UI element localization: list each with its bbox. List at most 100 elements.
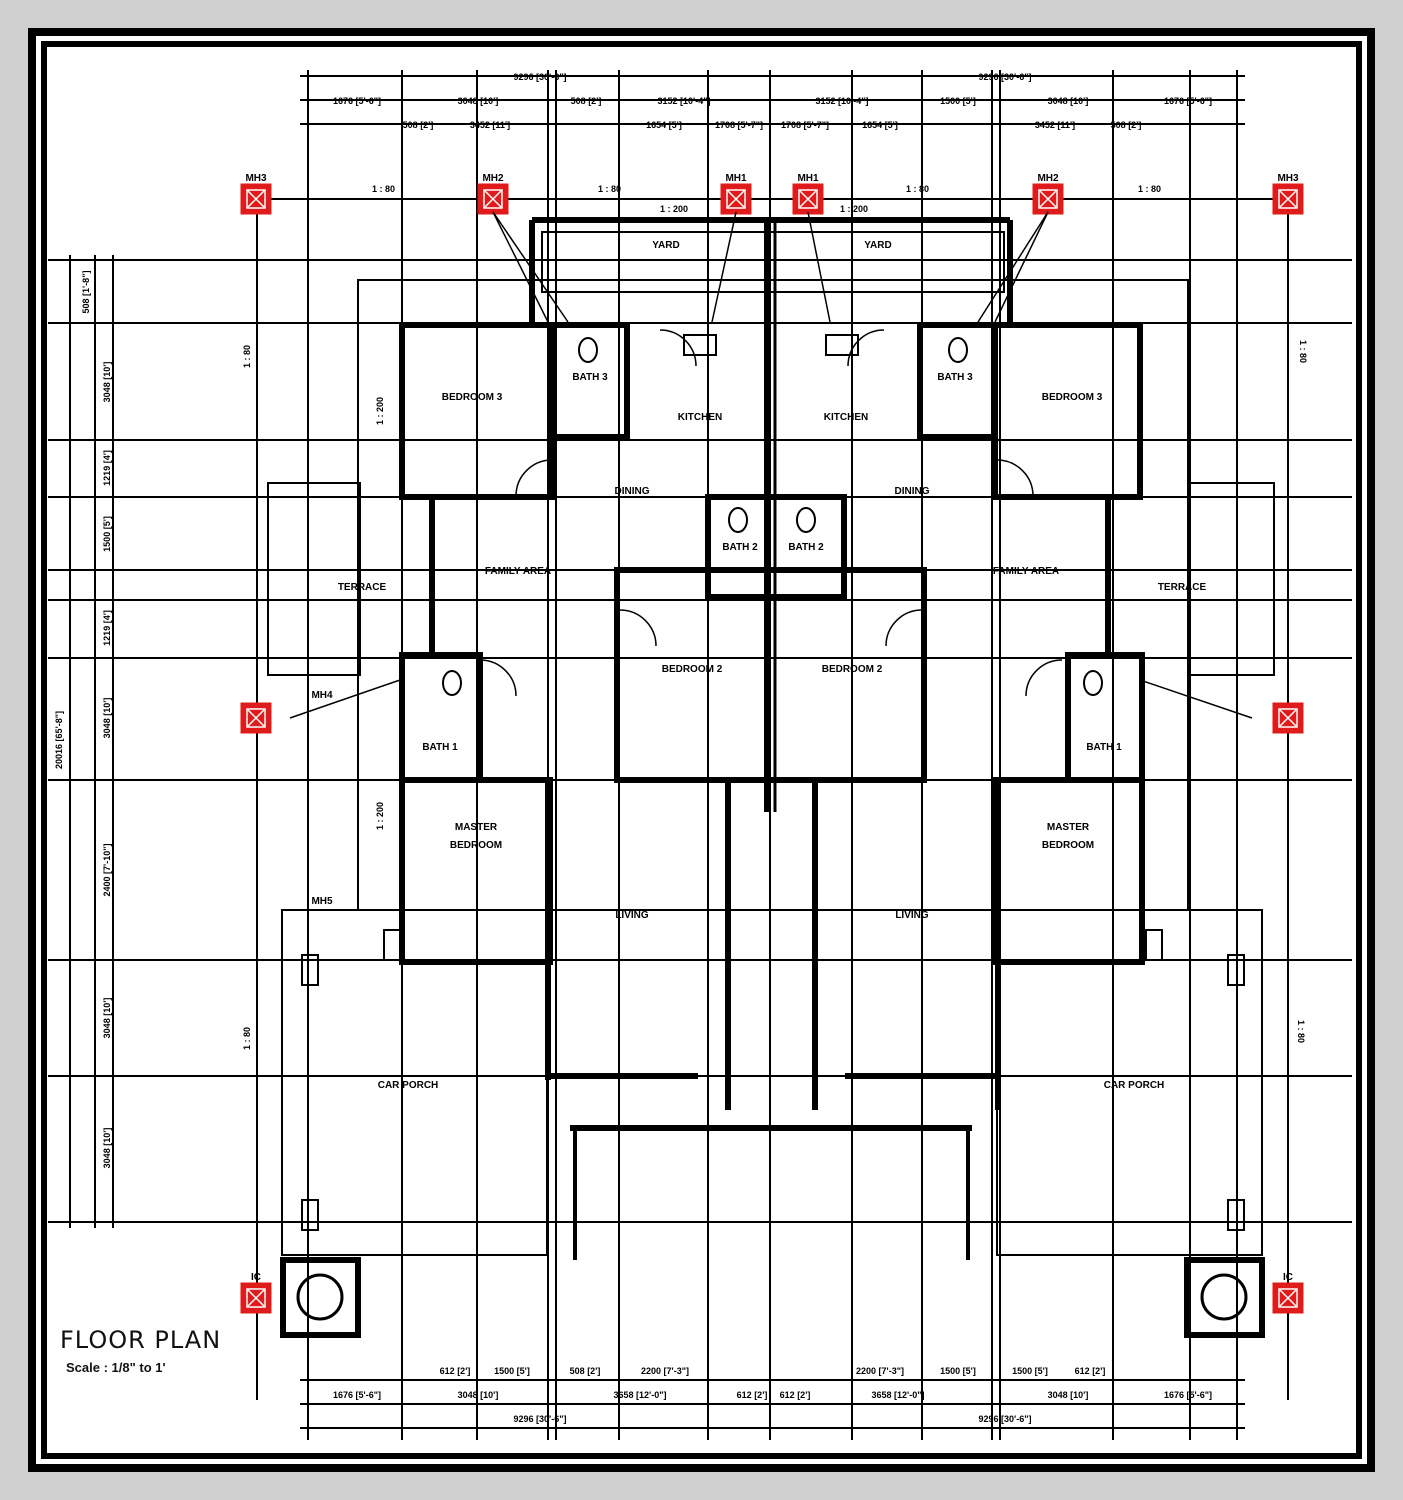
dimension-label: 1500 [5'] [1012,1366,1048,1376]
dimension-label: 508 [2'] [1111,120,1142,130]
pipe-line [492,211,569,323]
inspection-chamber-right [1184,1257,1265,1338]
wall-bedroom3-right [992,322,1143,500]
dimension-label: 9296 [30'-6"] [514,72,567,82]
terrace-outline [267,482,361,676]
column [1227,1199,1245,1231]
manhole-x [247,190,265,208]
slope-note: 1 : 200 [375,397,385,425]
toilet-icon [728,507,748,533]
dimension-label: 1654 [5'] [646,120,682,130]
room-label: BATH 3 [937,372,973,383]
room-label: CAR PORCH [1104,1080,1165,1091]
room-label: BEDROOM 2 [822,664,883,675]
door-swing [1025,659,1063,697]
drawing-sheet [47,47,1356,1453]
manhole-inner [246,708,266,728]
room-label: BATH 3 [572,372,608,383]
room-label: TERRACE [1158,582,1207,593]
dimension-label: 3048 [10'] [102,362,112,403]
door-swing [479,659,517,697]
manhole-inner [246,1288,266,1308]
dimension-label: 3152 [10'-4"] [816,96,869,106]
slope-note: 1 : 80 [906,184,929,194]
room-label: BEDROOM 2 [662,664,723,675]
manhole-label: MH1 [797,173,819,184]
dimension-label: 1708 [5'-7"] [781,120,829,130]
manhole-x [1039,190,1057,208]
toilet-icon [1083,670,1103,696]
drawing-title: FLOOR PLAN [60,1326,221,1354]
room-label: FAMILY AREA [485,566,551,577]
dimension-label: 508 [2'] [571,96,602,106]
inspection-chamber-circle [296,1273,344,1321]
dimension-label: 3048 [10'] [102,1128,112,1169]
dimension-label: 612 [2'] [780,1390,811,1400]
manhole-inner [798,189,818,209]
manhole-label: MH2 [1037,173,1059,184]
wall-bath3-right [917,322,998,440]
manhole-x [799,190,817,208]
porch-outline [281,909,548,1256]
room-label: BATH 2 [722,542,758,553]
slope-note: 1 : 80 [242,1027,252,1050]
door-swing [885,609,923,647]
room-label: DINING [895,486,930,497]
manhole-inner [246,189,266,209]
toilet-icon [442,670,462,696]
slope-note: 1 : 200 [375,802,385,830]
dimension-label: 3452 [11'] [1035,120,1075,130]
toilet-icon [578,337,598,363]
room-label: CAR PORCH [378,1080,439,1091]
yard-outline [541,231,1005,293]
manhole-label: MH3 [1277,173,1299,184]
dimension-label: 1708 [5'-7"] [715,120,763,130]
room-labels: YARD YARD BEDROOM 3 BEDROOM 3 BATH 3 BAT… [338,240,1207,1091]
manhole-label: MH4 [311,690,333,701]
dimension-label: 3658 [12'-0"] [872,1390,925,1400]
pipe-line [711,211,737,323]
dimension-label: 3048 [10'] [458,96,499,106]
kitchen-sink-icon [683,334,717,356]
dimension-label: 3658 [12'-0"] [614,1390,667,1400]
toilet-icon [796,507,816,533]
slope-note: 1 : 80 [372,184,395,194]
house-outline [357,279,1189,911]
dimension-label: 612 [2'] [737,1390,768,1400]
drawing-scale: Scale : 1/8" to 1' [66,1360,166,1375]
dimension-label: 20016 [65'-8"] [54,711,64,769]
room-label: KITCHEN [678,412,722,423]
dimension-label: 3048 [10'] [102,998,112,1039]
slope-note: 1 : 80 [242,345,252,368]
dimension-label: 1500 [5'] [940,96,976,106]
slope-note: 1 : 80 [1296,1020,1306,1043]
inspection-chamber-left [280,1257,361,1338]
room-label: BATH 2 [788,542,824,553]
room-label: LIVING [895,910,929,921]
door-swing [619,609,657,647]
dimension-label: 1500 [5'] [940,1366,976,1376]
manhole-inner [726,189,746,209]
room-label: LIVING [615,910,649,921]
door-swing [996,459,1034,497]
dimension-label: 3048 [10'] [1048,96,1089,106]
manhole-inner [1278,1288,1298,1308]
grid-lines [48,70,1352,1440]
pipe-line [994,211,1049,323]
manhole-label: IC [1283,1272,1293,1283]
slope-notes: 1 : 80 1 : 80 1 : 200 1 : 200 1 : 80 1 :… [242,184,1308,1050]
room-label: MASTER [455,822,498,833]
dimension-label: 1676 [5'-6"] [1164,96,1212,106]
room-label: TERRACE [338,582,387,593]
dimension-label: 1500 [5'] [102,516,112,552]
dimension-label: 1676 [5'-6"] [1164,1390,1212,1400]
dimension-label: 9296 [30'-6"] [514,1414,567,1424]
wall-bath1-left [399,652,483,783]
slope-note: 1 : 80 [1298,340,1308,363]
dimension-label: 3048 [10'] [458,1390,499,1400]
wall-bath1-right [1065,652,1145,783]
manhole-x [1279,1289,1297,1307]
door-swing [515,459,553,497]
manhole-x [727,190,745,208]
